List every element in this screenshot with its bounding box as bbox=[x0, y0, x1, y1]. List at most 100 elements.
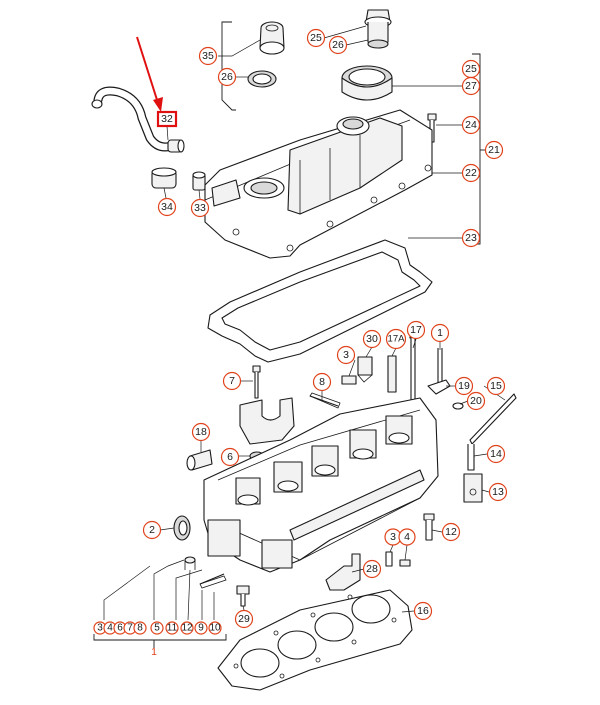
svg-text:27: 27 bbox=[465, 80, 477, 92]
svg-text:6: 6 bbox=[117, 623, 123, 634]
svg-text:21: 21 bbox=[488, 144, 500, 156]
screw-29 bbox=[236, 585, 250, 607]
group-callout-9[interactable]: 9 bbox=[194, 621, 208, 635]
callout-26-top[interactable]: 26 bbox=[328, 35, 348, 55]
callout-19[interactable]: 19 bbox=[454, 376, 474, 396]
bearing-shell-18 bbox=[186, 449, 213, 471]
svg-text:24: 24 bbox=[465, 119, 477, 131]
svg-text:7: 7 bbox=[229, 375, 235, 387]
filler-cap bbox=[364, 9, 392, 49]
callout-4[interactable]: 4 bbox=[398, 528, 416, 546]
callout-17[interactable]: 17 bbox=[406, 320, 426, 340]
callout-29[interactable]: 29 bbox=[234, 609, 254, 629]
small-parts-30 bbox=[341, 356, 373, 385]
group-callout-12[interactable]: 12 bbox=[180, 621, 194, 635]
callout-18[interactable]: 18 bbox=[191, 422, 211, 442]
svg-text:23: 23 bbox=[465, 232, 477, 244]
stud-14 bbox=[467, 444, 475, 471]
callout-17A[interactable]: 17A bbox=[385, 328, 407, 350]
breather-hose bbox=[91, 86, 185, 153]
svg-text:15: 15 bbox=[490, 380, 502, 392]
callout-16[interactable]: 16 bbox=[413, 601, 433, 621]
svg-text:12: 12 bbox=[445, 526, 457, 538]
svg-text:17: 17 bbox=[410, 324, 422, 336]
callout-1-upper[interactable]: 1 bbox=[430, 323, 450, 343]
seal-ring-small bbox=[247, 70, 277, 88]
cylinder-head bbox=[203, 397, 439, 573]
callout-6[interactable]: 6 bbox=[220, 447, 240, 467]
cap-seal-large bbox=[341, 65, 393, 101]
callout-23[interactable]: 23 bbox=[461, 228, 481, 248]
leader-lines bbox=[103, 25, 506, 621]
svg-text:19: 19 bbox=[458, 380, 470, 392]
hose-fitting bbox=[192, 171, 206, 191]
svg-text:4: 4 bbox=[404, 531, 410, 543]
svg-text:4: 4 bbox=[107, 623, 113, 634]
cover-gasket bbox=[207, 239, 433, 363]
callout-14[interactable]: 14 bbox=[486, 444, 506, 464]
callout-25-right[interactable]: 25 bbox=[461, 59, 481, 79]
hose-clip bbox=[151, 167, 177, 189]
svg-text:11: 11 bbox=[167, 623, 178, 634]
callout-30[interactable]: 30 bbox=[362, 329, 382, 349]
callout-26-left[interactable]: 26 bbox=[217, 67, 237, 87]
svg-text:29: 29 bbox=[238, 613, 250, 625]
svg-text:16: 16 bbox=[417, 605, 429, 617]
svg-text:22: 22 bbox=[465, 167, 477, 179]
callout-8[interactable]: 8 bbox=[312, 372, 332, 392]
callout-12[interactable]: 12 bbox=[441, 522, 461, 542]
callout-13[interactable]: 13 bbox=[488, 482, 508, 502]
svg-text:10: 10 bbox=[209, 623, 221, 634]
callout-25-top[interactable]: 25 bbox=[306, 28, 326, 48]
bolt-12 bbox=[423, 513, 435, 541]
callout-32-highlighted[interactable]: 32 bbox=[156, 110, 178, 128]
bolt-8 bbox=[309, 392, 341, 409]
svg-text:20: 20 bbox=[470, 395, 482, 407]
svg-text:1: 1 bbox=[437, 327, 443, 339]
group-caption-1[interactable]: 1 bbox=[151, 646, 157, 658]
head-gasket bbox=[217, 589, 413, 691]
svg-text:6: 6 bbox=[227, 451, 233, 463]
svg-text:32: 32 bbox=[161, 113, 173, 125]
svg-text:8: 8 bbox=[319, 376, 325, 388]
svg-text:26: 26 bbox=[332, 39, 344, 51]
callout-27[interactable]: 27 bbox=[461, 76, 481, 96]
svg-text:33: 33 bbox=[194, 202, 206, 214]
svg-text:35: 35 bbox=[202, 50, 214, 62]
rod-15 bbox=[469, 393, 517, 445]
svg-text:12: 12 bbox=[181, 623, 193, 634]
group-bracket-top-left bbox=[221, 21, 236, 111]
svg-text:18: 18 bbox=[195, 426, 207, 438]
oil-filler-neck bbox=[259, 21, 285, 55]
callout-24[interactable]: 24 bbox=[461, 115, 481, 135]
svg-text:14: 14 bbox=[490, 448, 502, 460]
callout-28[interactable]: 28 bbox=[362, 559, 382, 579]
callout-22[interactable]: 22 bbox=[461, 163, 481, 183]
svg-text:26: 26 bbox=[221, 71, 233, 83]
svg-text:7: 7 bbox=[127, 623, 133, 634]
svg-text:8: 8 bbox=[137, 623, 143, 634]
svg-text:25: 25 bbox=[465, 63, 477, 75]
callout-35[interactable]: 35 bbox=[198, 46, 218, 66]
callout-34[interactable]: 34 bbox=[157, 197, 177, 217]
group-callout-10[interactable]: 10 bbox=[208, 621, 222, 635]
group-callout-8[interactable]: 8 bbox=[133, 621, 147, 635]
svg-text:17A: 17A bbox=[388, 334, 406, 345]
svg-text:5: 5 bbox=[154, 623, 160, 634]
group-callout-11[interactable]: 11 bbox=[165, 621, 179, 635]
svg-text:30: 30 bbox=[366, 333, 378, 345]
bearing-cap bbox=[239, 397, 295, 445]
callout-3-upper[interactable]: 3 bbox=[336, 345, 356, 365]
valve-stem-seal-5 bbox=[184, 556, 196, 570]
callout-20[interactable]: 20 bbox=[466, 391, 486, 411]
callout-7[interactable]: 7 bbox=[222, 371, 242, 391]
small-bolt-3-4 bbox=[385, 551, 411, 567]
callout-2[interactable]: 2 bbox=[142, 520, 162, 540]
callout-15[interactable]: 15 bbox=[486, 376, 506, 396]
callout-21[interactable]: 21 bbox=[484, 140, 504, 160]
cylinder-head-cover bbox=[204, 109, 433, 259]
group-callout-5[interactable]: 5 bbox=[150, 621, 164, 635]
callout-33[interactable]: 33 bbox=[190, 198, 210, 218]
bracket-28 bbox=[325, 553, 361, 591]
